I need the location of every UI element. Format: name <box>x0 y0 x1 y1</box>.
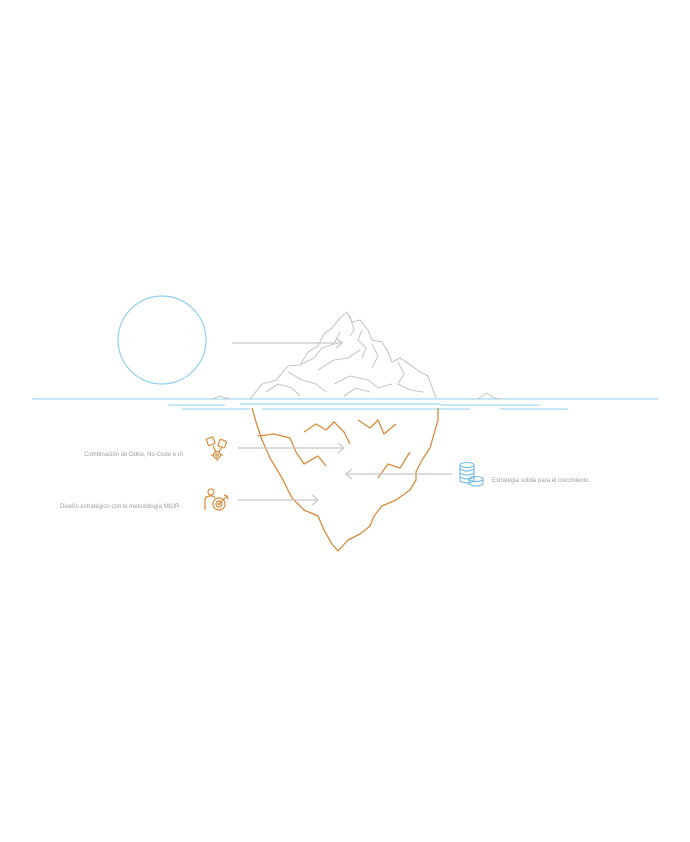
sun-arrow <box>232 337 343 349</box>
coin-stack-icon <box>459 461 484 487</box>
water-line <box>32 398 658 410</box>
ice-chunks <box>211 392 503 400</box>
person-target-icon <box>204 488 229 511</box>
combination-label: Combinación de Odoo, No-Code e IA <box>84 452 184 458</box>
design-arrow <box>238 494 319 506</box>
design-label: Diseño estratégico con la metodología MI… <box>60 504 180 510</box>
strategy-arrow <box>345 468 452 480</box>
combination-arrow <box>238 442 345 454</box>
gears-puzzle-icon <box>205 436 228 461</box>
sun-circle-icon <box>117 295 207 385</box>
iceberg-tip <box>249 311 437 400</box>
strategy-label: Estrategia sólida para el crecimiento <box>492 478 589 484</box>
iceberg-underwater <box>251 407 439 552</box>
